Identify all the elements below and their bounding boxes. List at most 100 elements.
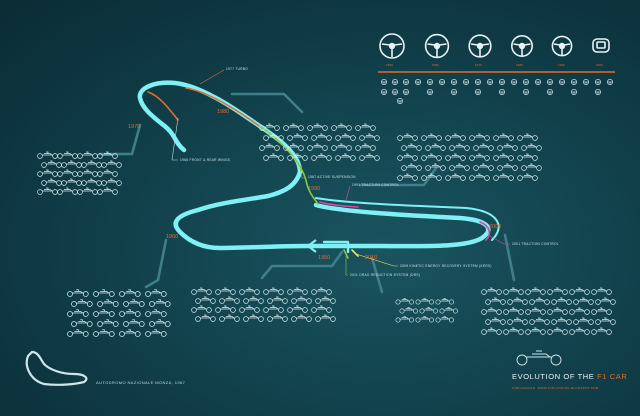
- car-silhouette-icon: [421, 133, 442, 141]
- track-outer: [137, 80, 491, 251]
- car-silhouette-icon: [335, 133, 356, 141]
- wheel-year-1950: 1950: [386, 63, 393, 67]
- mini-steering-wheels: [381, 79, 613, 104]
- track-banking: [315, 197, 500, 241]
- label-traction-2001: 2001 TRACTION CONTROL: [512, 242, 559, 246]
- car-silhouette-icon: [259, 143, 280, 151]
- car-silhouette-icon: [591, 287, 612, 295]
- car-silhouette-icon: [421, 153, 442, 161]
- car-silhouette-icon: [93, 329, 115, 337]
- car-silhouette-icon: [397, 173, 418, 181]
- car-silhouette-icon: [415, 298, 434, 305]
- mini-wheel-icon: [547, 89, 553, 95]
- car-silhouette-icon: [419, 307, 438, 314]
- drs-strip: [343, 249, 349, 259]
- car-silhouette-icon: [37, 169, 58, 177]
- car-silhouette-icon: [425, 163, 446, 171]
- car-silhouette-icon: [77, 169, 98, 177]
- mini-wheel-icon: [499, 79, 505, 85]
- wheel-year-1960: 1960: [432, 63, 439, 67]
- car-silhouette-icon: [439, 307, 458, 314]
- mini-wheel-icon: [427, 89, 433, 95]
- credit-line: F1BLOGGOLD. WWW.F1PLANNING.BLOGSPOT.COM: [512, 386, 599, 390]
- car-silhouette-icon: [119, 289, 141, 297]
- car-silhouette-icon: [595, 317, 616, 325]
- car-silhouette-icon: [287, 287, 308, 295]
- car-silhouette-icon: [517, 173, 538, 181]
- mini-wheel-icon: [475, 79, 481, 85]
- car-silhouette-icon: [93, 289, 115, 297]
- car-silhouette-icon: [435, 316, 454, 323]
- car-silhouette-icon: [191, 305, 212, 313]
- car-silhouette-icon: [145, 289, 167, 297]
- car-silhouette-icon: [529, 317, 550, 325]
- car-silhouette-icon: [215, 287, 236, 295]
- car-silhouette-icon: [123, 299, 145, 307]
- car-silhouette-icon: [469, 173, 490, 181]
- car-silhouette-icon: [335, 153, 356, 161]
- mini-wheel-icon: [439, 79, 445, 85]
- car-silhouette-icon: [145, 309, 167, 317]
- car-silhouette-icon: [497, 143, 518, 151]
- mini-wheel-icon: [381, 79, 387, 85]
- car-silhouette-icon: [473, 163, 494, 171]
- year-1980: 1980: [217, 109, 230, 115]
- year-1960: 1960: [166, 234, 179, 240]
- mini-wheel-icon: [475, 89, 481, 95]
- car-silhouette-icon: [215, 305, 236, 313]
- mini-wheel-icon: [559, 79, 565, 85]
- mini-wheel-icon: [487, 79, 493, 85]
- car-silhouette-icon: [267, 314, 288, 322]
- track-name: AUTODROMO NAZIONALE MONZA, 1967: [96, 380, 186, 385]
- wheel-year-1980: 1980: [516, 63, 523, 67]
- car-silhouette-icon: [507, 317, 528, 325]
- car-silhouette-icon: [359, 153, 380, 161]
- car-silhouette-icon: [331, 123, 352, 131]
- car-silhouette-icon: [149, 319, 171, 327]
- car-silhouette-icon: [395, 316, 414, 323]
- car-silhouette-icon: [591, 327, 612, 335]
- car-silhouette-icon: [397, 133, 418, 141]
- car-silhouette-icon: [41, 178, 62, 186]
- monza-track: [137, 80, 500, 254]
- car-silhouette-icon: [485, 297, 506, 305]
- car-silhouette-icon: [61, 160, 82, 168]
- branch-1950: [260, 250, 344, 280]
- track-pit: [322, 240, 350, 254]
- mini-wheel-icon: [451, 79, 457, 85]
- car-silhouette-icon: [287, 133, 308, 141]
- car-silhouette-icon: [71, 319, 93, 327]
- car-silhouette-icon: [469, 133, 490, 141]
- car-silhouette-icon: [81, 160, 102, 168]
- car-silhouette-icon: [569, 307, 590, 315]
- mini-wheel-icon: [571, 89, 577, 95]
- car-silhouette-icon: [71, 299, 93, 307]
- car-silhouette-icon: [263, 133, 284, 141]
- car-silhouette-icon: [551, 317, 572, 325]
- car-silhouette-icon: [283, 123, 304, 131]
- car-silhouette-icon: [263, 287, 284, 295]
- steering-wheel-icon: [468, 34, 492, 58]
- page-title: EVOLUTION OF THE F1 CAR: [512, 372, 627, 381]
- car-silhouette-icon: [503, 287, 524, 295]
- car-silhouette-icon: [569, 327, 590, 335]
- car-silhouette-icon: [421, 173, 442, 181]
- car-silhouette-icon: [267, 296, 288, 304]
- car-silhouette-icon: [569, 287, 590, 295]
- car-silhouette-icon: [37, 151, 58, 159]
- car-silhouette-icon: [591, 307, 612, 315]
- car-silhouette-icon: [149, 299, 171, 307]
- car-silhouette-icon: [425, 143, 446, 151]
- car-silhouette-icon: [77, 151, 98, 159]
- car-silhouette-icon: [219, 296, 240, 304]
- mini-wheel-icon: [535, 79, 541, 85]
- year-2000: 2000: [489, 224, 502, 230]
- car-silhouette-icon: [481, 287, 502, 295]
- year-2010: 2010: [365, 255, 378, 261]
- car-silhouette-icon: [97, 151, 118, 159]
- mini-wheel-icon: [403, 79, 409, 85]
- car-silhouette-icon: [551, 297, 572, 305]
- car-silhouette-icon: [97, 319, 119, 327]
- active-strip: [259, 125, 319, 205]
- car-silhouette-icon: [97, 169, 118, 177]
